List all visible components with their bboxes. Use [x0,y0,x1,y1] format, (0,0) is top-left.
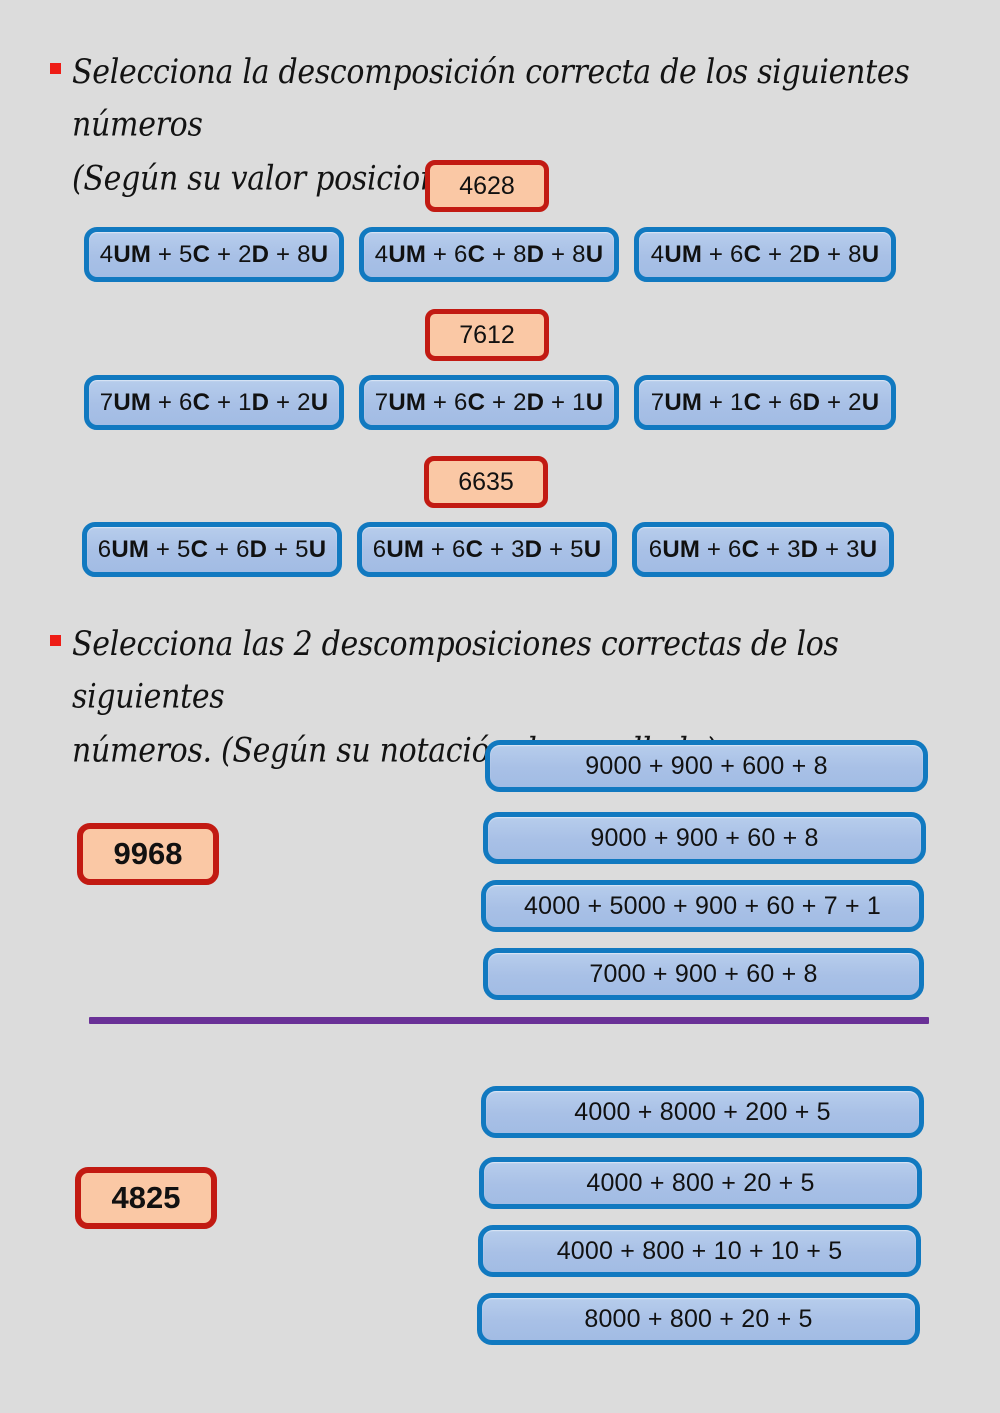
option-text: 9000 + 900 + 60 + 8 [590,823,819,852]
option-box-9968-3[interactable]: 4000 + 5000 + 900 + 60 + 7 + 1 [481,880,924,932]
option-box-9968-2[interactable]: 9000 + 900 + 60 + 8 [483,812,926,864]
option-text: 6UM + 5C + 6D + 5U [97,535,327,563]
option-box-4825-3[interactable]: 4000 + 800 + 10 + 10 + 5 [478,1225,921,1277]
number-badge-9968: 9968 [77,823,219,885]
number-badge-6635: 6635 [424,456,548,508]
option-box-7612-1[interactable]: 7UM + 6C + 1D + 2U [84,375,344,430]
option-text: 4000 + 8000 + 200 + 5 [574,1097,831,1126]
option-text: 4000 + 800 + 10 + 10 + 5 [556,1236,843,1265]
number-badge-7612: 7612 [425,309,549,361]
bullet-marker-icon [50,63,61,74]
option-box-4825-4[interactable]: 8000 + 800 + 20 + 5 [477,1293,920,1345]
option-box-7612-2[interactable]: 7UM + 6C + 2D + 1U [359,375,619,430]
option-box-4628-1[interactable]: 4UM + 5C + 2D + 8U [84,227,344,282]
option-box-9968-1[interactable]: 9000 + 900 + 600 + 8 [485,740,928,792]
option-text: 8000 + 800 + 20 + 5 [584,1304,813,1333]
option-text: 4UM + 5C + 2D + 8U [99,240,329,268]
option-text: 4000 + 800 + 20 + 5 [586,1168,815,1197]
option-box-6635-3[interactable]: 6UM + 6C + 3D + 3U [632,522,894,577]
number-badge-4825: 4825 [75,1167,217,1229]
option-box-6635-2[interactable]: 6UM + 6C + 3D + 5U [357,522,617,577]
option-box-7612-3[interactable]: 7UM + 1C + 6D + 2U [634,375,896,430]
option-text: 4UM + 6C + 2D + 8U [650,240,880,268]
option-box-4628-2[interactable]: 4UM + 6C + 8D + 8U [359,227,619,282]
bullet-marker-icon [50,635,61,646]
option-text: 7UM + 6C + 1D + 2U [99,388,329,416]
option-box-4825-2[interactable]: 4000 + 800 + 20 + 5 [479,1157,922,1209]
option-text: 4UM + 6C + 8D + 8U [374,240,604,268]
section-divider [89,1017,929,1024]
option-box-4628-3[interactable]: 4UM + 6C + 2D + 8U [634,227,896,282]
option-box-4825-1[interactable]: 4000 + 8000 + 200 + 5 [481,1086,924,1138]
number-badge-4628: 4628 [425,160,549,212]
option-box-6635-1[interactable]: 6UM + 5C + 6D + 5U [82,522,342,577]
option-text: 6UM + 6C + 3D + 3U [648,535,878,563]
section-1-heading: Selecciona la descomposición correcta de… [50,46,950,198]
option-text: 7000 + 900 + 60 + 8 [589,959,818,988]
section-2-heading: Selecciona las 2 descomposiciones correc… [50,618,930,770]
option-box-9968-4[interactable]: 7000 + 900 + 60 + 8 [483,948,924,1000]
section-1-heading-text: Selecciona la descomposición correcta de… [72,52,910,199]
option-text: 9000 + 900 + 600 + 8 [585,751,828,780]
option-text: 7UM + 6C + 2D + 1U [374,388,604,416]
option-text: 7UM + 1C + 6D + 2U [650,388,880,416]
option-text: 4000 + 5000 + 900 + 60 + 7 + 1 [523,891,881,920]
option-text: 6UM + 6C + 3D + 5U [372,535,602,563]
